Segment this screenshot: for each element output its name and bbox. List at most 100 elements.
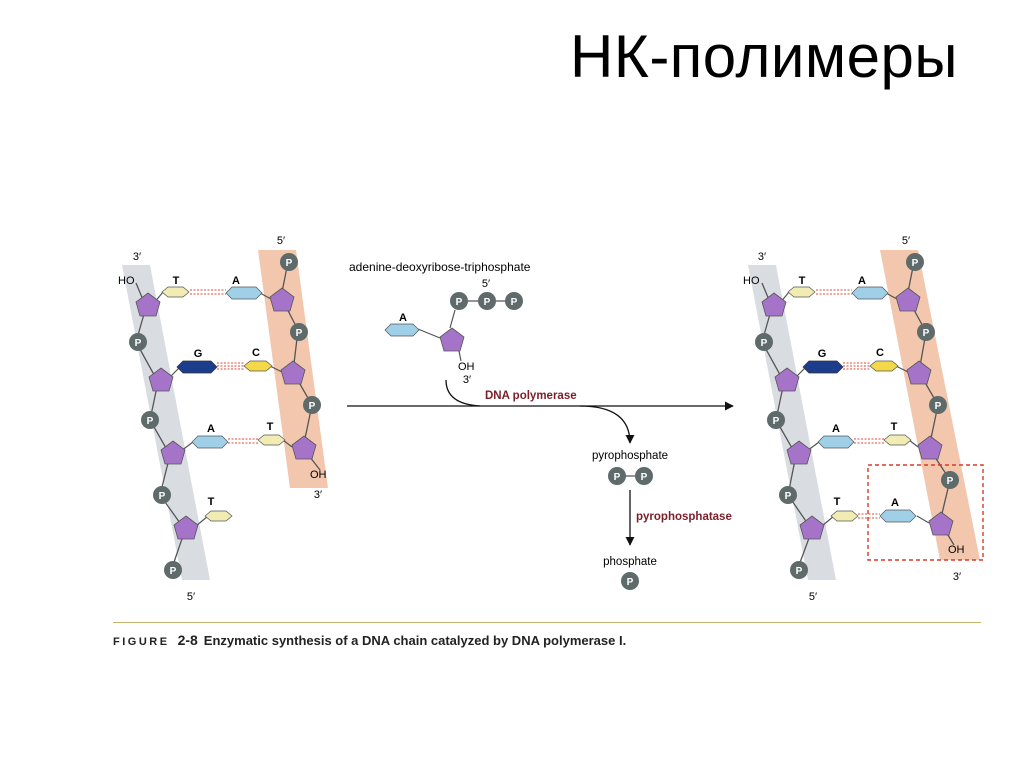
- sugar-pentagon: [280, 360, 306, 385]
- phosphate-group: P: [779, 486, 797, 504]
- dntp-name-label: adenine-deoxyribose-triphosphate: [349, 260, 531, 274]
- hydroxyl-label: HO: [743, 275, 760, 287]
- svg-text:P: P: [912, 258, 919, 269]
- phosphate-group: P: [280, 253, 298, 271]
- phosphate-group: P: [790, 561, 808, 579]
- sugar-pentagon: [761, 292, 787, 317]
- phosphate-group: P: [608, 467, 626, 485]
- hydrogen-bonds: [190, 289, 258, 444]
- base-label: A: [832, 423, 840, 435]
- caption-number: 2-8: [177, 632, 198, 648]
- base-label: T: [799, 275, 806, 287]
- sugar-pentagon: [906, 360, 932, 385]
- phosphate-group: P: [917, 323, 935, 341]
- sugar-pentagon: [895, 287, 921, 312]
- sugar-pentagon: [786, 440, 812, 465]
- svg-text:P: P: [796, 566, 803, 577]
- strand-end-label: 3′: [758, 251, 766, 263]
- base-label: T: [891, 421, 898, 433]
- strand-end-label: 3′: [314, 489, 322, 501]
- base-t-shape: [257, 434, 286, 446]
- svg-text:P: P: [641, 472, 648, 483]
- hydroxyl-label: OH: [948, 544, 965, 556]
- svg-text:P: P: [785, 491, 792, 502]
- phosphate-group: P: [141, 411, 159, 429]
- base-label: A: [207, 423, 215, 435]
- figure-caption: FIGURE 2-8 Enzymatic synthesis of a DNA ch…: [113, 632, 626, 648]
- phosphate-group: P: [906, 253, 924, 271]
- svg-text:P: P: [614, 472, 621, 483]
- strand-end-label: 5′: [902, 235, 910, 247]
- base-a-shape: [851, 286, 889, 300]
- base-t-shape: [204, 510, 233, 522]
- hydroxyl-label: OH: [310, 469, 327, 481]
- svg-text:P: P: [159, 491, 166, 502]
- sugar-pentagon: [291, 435, 317, 460]
- base-label: T: [267, 421, 274, 433]
- phosphate-group: P: [941, 471, 959, 489]
- base-label: C: [876, 347, 884, 359]
- phosphate-group: P: [621, 572, 639, 590]
- svg-text:P: P: [286, 258, 293, 269]
- svg-text:P: P: [170, 566, 177, 577]
- strand-end-label: 5′: [187, 591, 195, 603]
- enzyme-label: DNA polymerase: [485, 390, 577, 402]
- dntp-input-arrow: [445, 379, 481, 407]
- left-template-strand-strip: [122, 265, 210, 580]
- base-label: T: [173, 275, 180, 287]
- base-t-shape: [883, 434, 912, 446]
- phosphate-group: P: [450, 292, 468, 310]
- sugar-pentagon: [135, 292, 161, 317]
- caption-label: FIGURE: [113, 636, 170, 648]
- base-label: A: [858, 275, 866, 287]
- base-label: A: [232, 275, 240, 287]
- enzyme-label: pyrophosphatase: [636, 511, 732, 523]
- svg-text:P: P: [761, 338, 768, 349]
- phosphate-group: P: [303, 396, 321, 414]
- svg-text:P: P: [309, 401, 316, 412]
- phosphate-group: P: [635, 467, 653, 485]
- pyrophosphate-label: pyrophosphate: [592, 450, 668, 462]
- sugar-pentagon: [917, 435, 943, 460]
- svg-text:P: P: [947, 476, 954, 487]
- right-template-strand-strip: [748, 265, 836, 580]
- base-label: T: [834, 496, 841, 508]
- svg-text:P: P: [923, 328, 930, 339]
- svg-text:P: P: [456, 297, 463, 308]
- sugar-pentagon: [439, 327, 465, 352]
- base-a-shape: [384, 323, 420, 337]
- phosphate-group: P: [129, 333, 147, 351]
- svg-text:P: P: [147, 416, 154, 427]
- caption-text: Enzymatic synthesis of a DNA chain catal…: [203, 633, 627, 648]
- base-g-shape: [176, 360, 218, 374]
- svg-text:P: P: [484, 297, 491, 308]
- phosphate-group: P: [478, 292, 496, 310]
- svg-text:P: P: [627, 577, 634, 588]
- svg-text:P: P: [773, 416, 780, 427]
- base-a-shape: [879, 509, 917, 523]
- sugar-pentagon: [928, 511, 954, 536]
- right-panel: P P P P P P P P T G A T A C T A 3′ 5′ HO: [743, 235, 984, 603]
- center-reaction: adenine-deoxyribose-triphosphate 5′ P P …: [347, 260, 734, 590]
- base-a-shape: [191, 435, 229, 449]
- base-c-shape: [869, 360, 899, 372]
- sugar-pentagon: [774, 367, 800, 392]
- svg-text:P: P: [511, 297, 518, 308]
- base-label: T: [208, 496, 215, 508]
- svg-text:P: P: [935, 401, 942, 412]
- phosphate-group: P: [164, 561, 182, 579]
- strand-end-label: 3′: [463, 374, 471, 386]
- caption-rule: [113, 622, 981, 623]
- phosphate-group: P: [767, 411, 785, 429]
- sugar-pentagon: [148, 367, 174, 392]
- base-label: G: [194, 348, 203, 360]
- pyrophosphate-release-arrow: [579, 405, 635, 444]
- base-label: A: [891, 497, 899, 509]
- hydrogen-bonds: [816, 289, 884, 519]
- base-label: G: [818, 348, 827, 360]
- strand-end-label: 5′: [482, 278, 490, 290]
- base-a-shape: [225, 286, 263, 300]
- base-g-shape: [802, 360, 844, 374]
- phosphate-group: P: [505, 292, 523, 310]
- svg-text:P: P: [135, 338, 142, 349]
